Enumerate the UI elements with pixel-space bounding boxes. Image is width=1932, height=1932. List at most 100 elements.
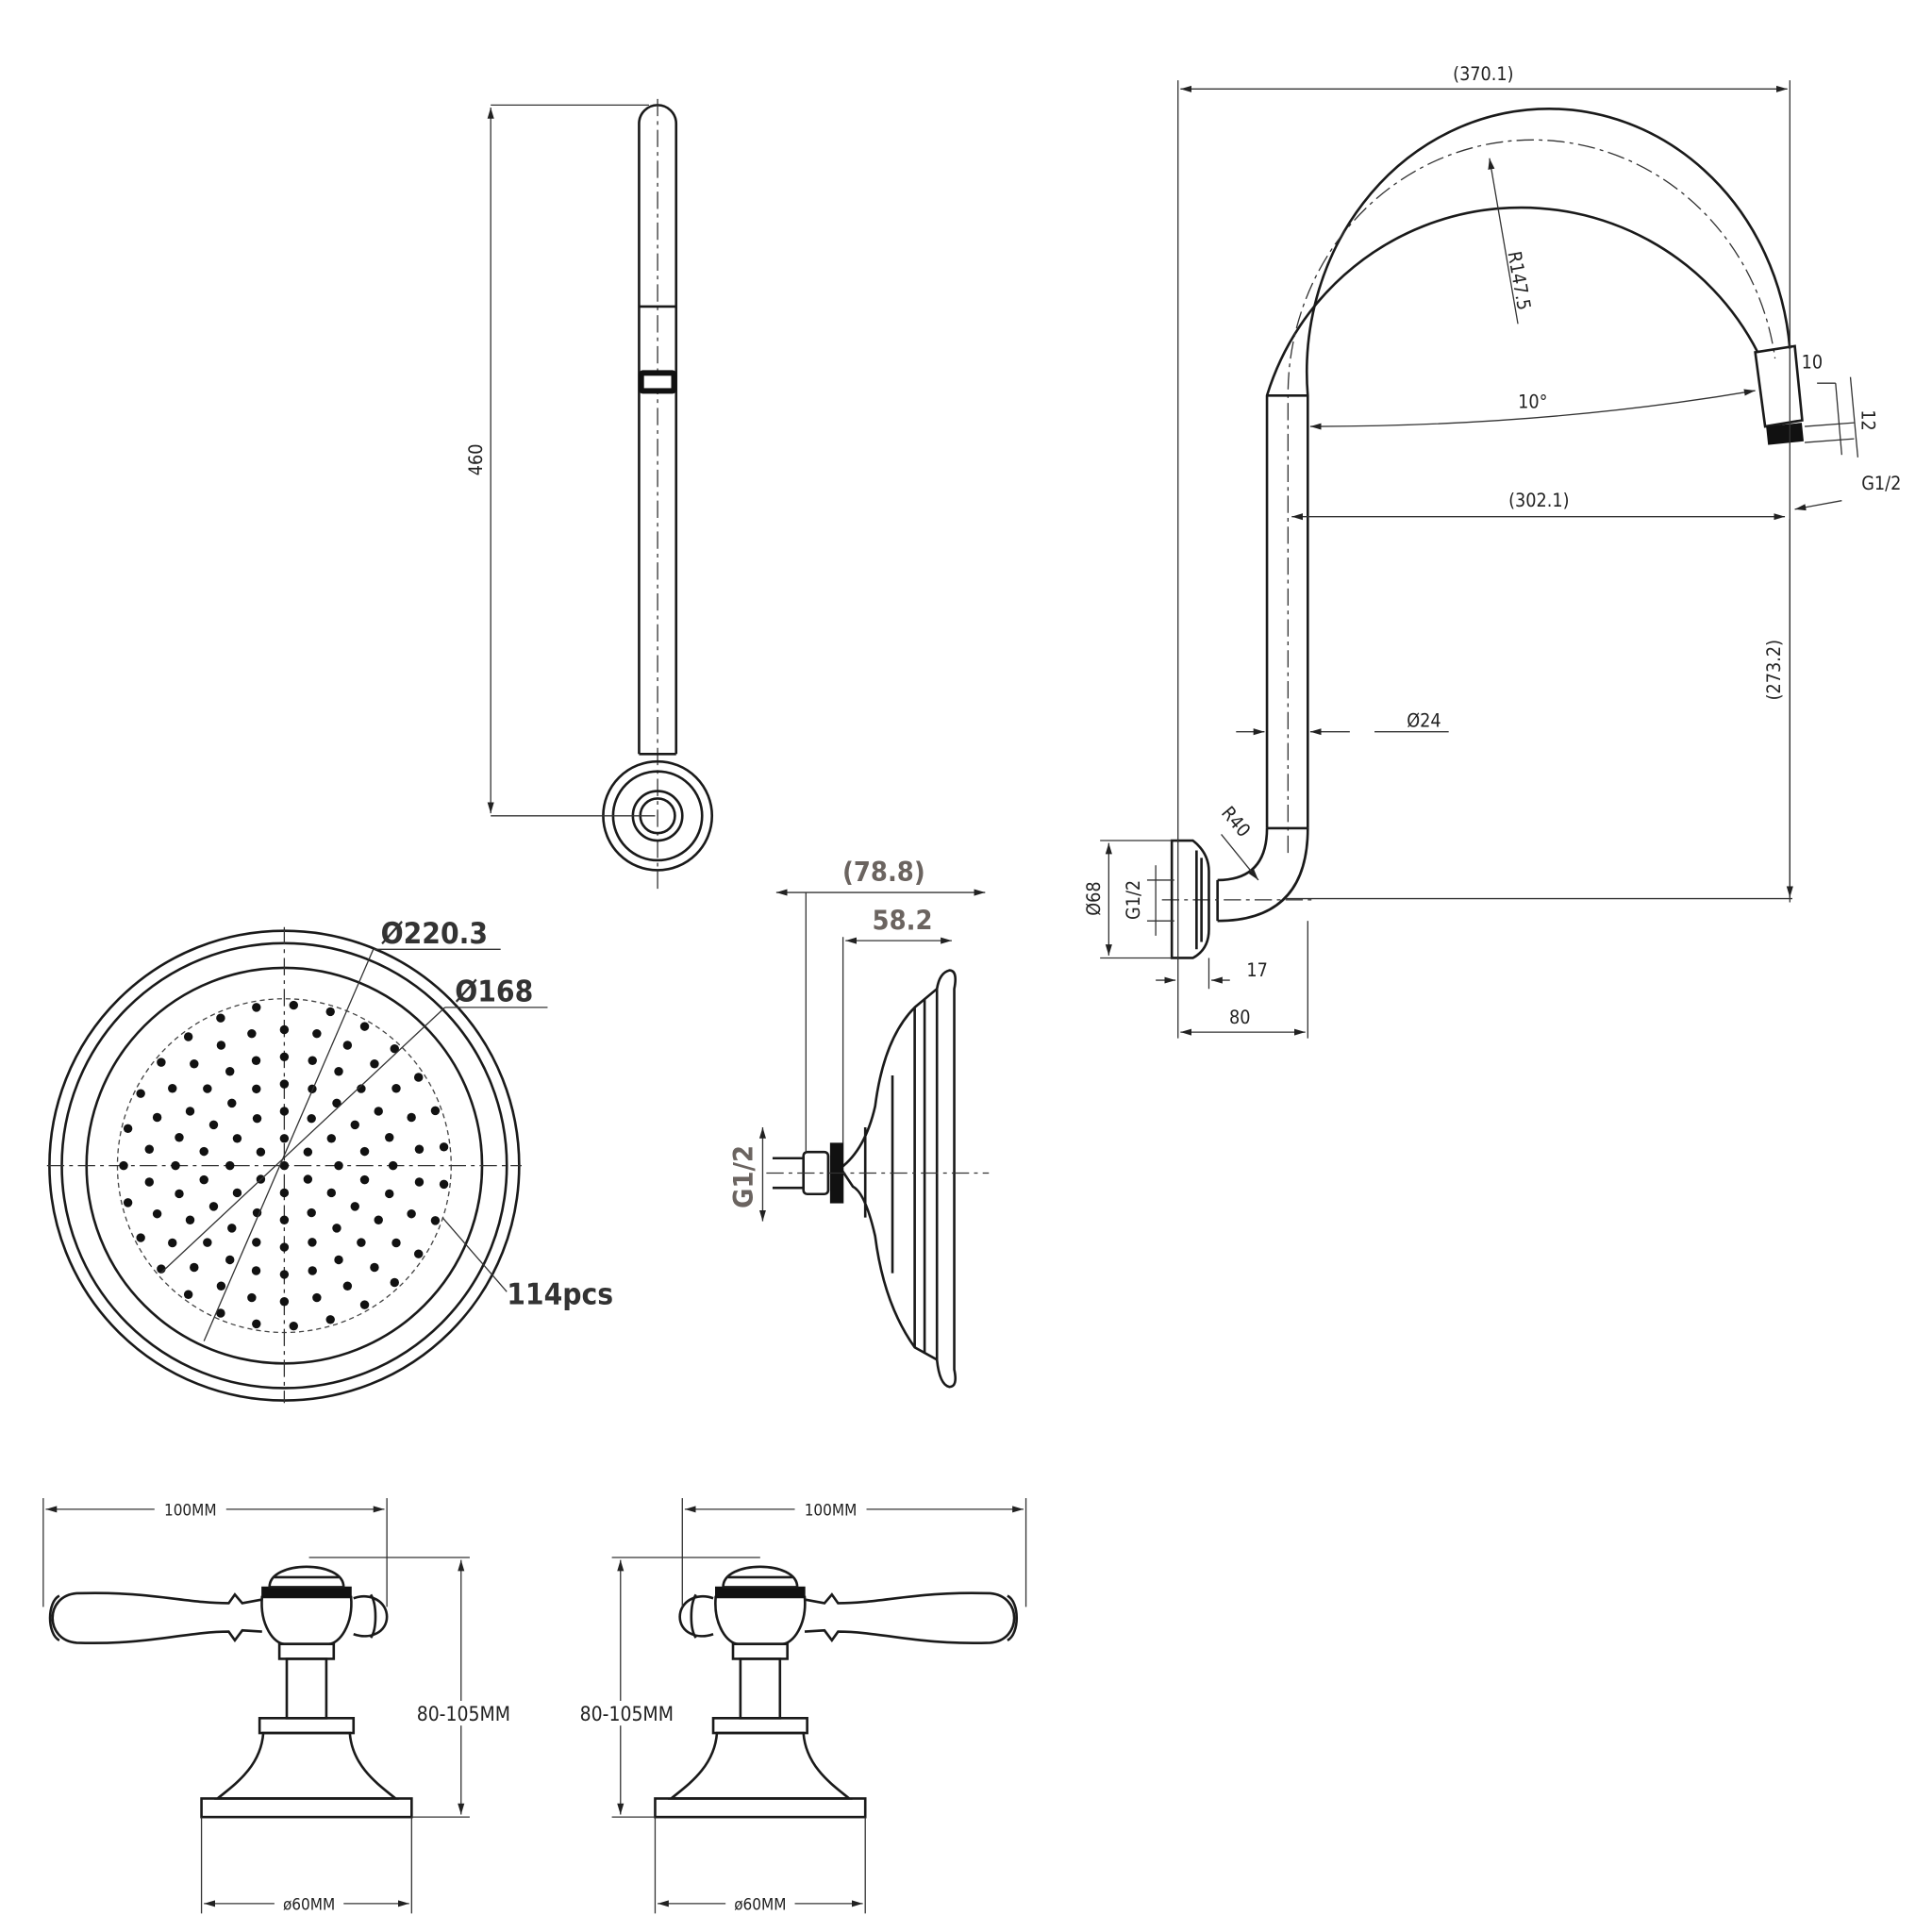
nozzle-diameter-label: Ø168: [455, 974, 533, 1008]
nozzle-hole: [136, 1089, 145, 1098]
nozzle-hole: [119, 1160, 128, 1171]
nozzle-hole: [332, 1098, 341, 1108]
nozzle-hole: [407, 1112, 416, 1123]
nozzle-hole: [136, 1233, 145, 1242]
nozzle-hole: [279, 1270, 290, 1279]
shower-head-side-profile: [839, 969, 958, 1389]
nozzle-hole: [168, 1238, 177, 1248]
nozzle-hole: [171, 1160, 180, 1171]
nozzle-hole: [216, 1308, 225, 1318]
nozzle-hole: [199, 1174, 208, 1185]
nozzle-hole: [175, 1189, 184, 1199]
overall-width-label: (370.1): [1453, 63, 1513, 85]
nozzle-hole: [312, 1292, 322, 1303]
nozzle-hole: [388, 1160, 398, 1171]
nozzle-hole: [359, 1146, 370, 1157]
nozzle-hole: [303, 1147, 313, 1157]
nozzle-hole: [289, 1321, 298, 1331]
nozzle-hole: [183, 1032, 193, 1041]
nozzle-hole: [390, 1277, 399, 1288]
drop-label: (273.2): [1763, 640, 1785, 700]
nozzle-hole: [308, 1056, 317, 1065]
nozzle-hole: [332, 1224, 341, 1233]
nozzle-hole: [232, 1188, 242, 1198]
nozzle-hole: [359, 1022, 370, 1031]
nozzle-hole: [303, 1174, 313, 1184]
nozzle-hole: [439, 1142, 449, 1152]
flange-diameter-label: Ø68: [1083, 881, 1105, 915]
nozzle-hole: [350, 1120, 359, 1130]
tap-right-width-label: 100MM: [805, 1501, 858, 1520]
nozzle-hole: [168, 1084, 177, 1093]
nozzle-hole: [152, 1209, 162, 1219]
nozzle-hole: [199, 1146, 208, 1157]
nozzle-hole: [391, 1238, 401, 1248]
nozzle-count-label: 114pcs: [507, 1277, 613, 1311]
outlet-length-label: 10: [1802, 351, 1823, 373]
nozzle-hole: [157, 1058, 166, 1067]
tap-cap: [268, 1565, 345, 1589]
nozzle-hole: [413, 1249, 424, 1258]
nozzle-hole: [279, 1079, 290, 1089]
nozzle-hole: [334, 1067, 343, 1076]
nozzle-hole: [325, 1007, 335, 1017]
tap-right-dimensions: 100MM 80-105MM ø60MM: [571, 1498, 1027, 1914]
pipe-diameter-label: Ø24: [1407, 709, 1441, 731]
projection-label: 80: [1229, 1007, 1250, 1028]
nozzle-hole: [252, 1208, 262, 1218]
nozzle-hole: [247, 1292, 257, 1303]
nozzle-hole: [216, 1281, 226, 1291]
nozzle-hole: [374, 1215, 383, 1224]
nozzle-hole: [390, 1043, 399, 1054]
overall-depth-label: (78.8): [842, 856, 925, 888]
nozzle-hole: [190, 1262, 199, 1273]
nozzle-hole: [350, 1202, 359, 1211]
nozzle-hole: [208, 1120, 219, 1130]
outlet-thread-label: G1/2: [1861, 473, 1901, 494]
nozzle-hole: [279, 1024, 290, 1035]
nozzle-hole: [183, 1290, 193, 1299]
nozzle-hole: [307, 1113, 316, 1124]
tap-left-height-label: 80-105MM: [417, 1703, 510, 1725]
nozzle-hole: [359, 1174, 370, 1185]
nozzle-hole: [289, 1000, 298, 1010]
nozzle-hole: [334, 1160, 343, 1171]
tap-stub-handle: [353, 1595, 389, 1638]
nozzle-hole: [216, 1041, 226, 1050]
nozzle-hole: [279, 1297, 290, 1307]
tap-left: [48, 1565, 413, 1819]
top-radius-label: R147.5: [1503, 250, 1535, 312]
gooseneck-flange: [1170, 839, 1210, 959]
nozzle-holes: [119, 1000, 449, 1331]
nozzle-hole: [391, 1084, 401, 1093]
outer-diameter-label: Ø220.3: [381, 917, 489, 951]
nozzle-hole: [123, 1198, 133, 1208]
wall-arm-view: 460: [465, 98, 714, 891]
tap-left-base-label: ø60MM: [283, 1895, 335, 1914]
shower-head-side-view: G1/2 (78.8) 58.2: [727, 856, 990, 1389]
nozzle-hole: [385, 1133, 394, 1142]
nozzle-hole: [279, 1215, 290, 1224]
gooseneck-pipe-inner: [1305, 108, 1791, 828]
nozzle-hole: [190, 1059, 199, 1069]
angle-label: 10°: [1518, 391, 1547, 412]
nozzle-hole: [439, 1179, 449, 1190]
nozzle-hole: [325, 1315, 335, 1324]
nozzle-hole: [326, 1134, 337, 1143]
tap-lever-handle[interactable]: [51, 1591, 263, 1645]
nozzle-hole: [370, 1059, 379, 1069]
tap-left-width-label: 100MM: [164, 1501, 217, 1520]
nozzle-hole: [152, 1112, 162, 1123]
tap-right: [654, 1565, 1019, 1819]
nozzle-hole: [279, 1188, 290, 1198]
side-thread-label: G1/2: [727, 1145, 759, 1208]
nozzle-hole: [430, 1106, 441, 1116]
tap-right-height-label: 80-105MM: [580, 1703, 674, 1725]
nozzle-hole: [123, 1124, 133, 1134]
tap-left-dimensions: 100MM 80-105MM ø60MM: [42, 1498, 520, 1914]
nozzle-hole: [414, 1177, 425, 1187]
nozzle-hole: [413, 1073, 424, 1082]
nozzle-hole: [185, 1215, 195, 1224]
nozzle-hole: [342, 1281, 353, 1291]
